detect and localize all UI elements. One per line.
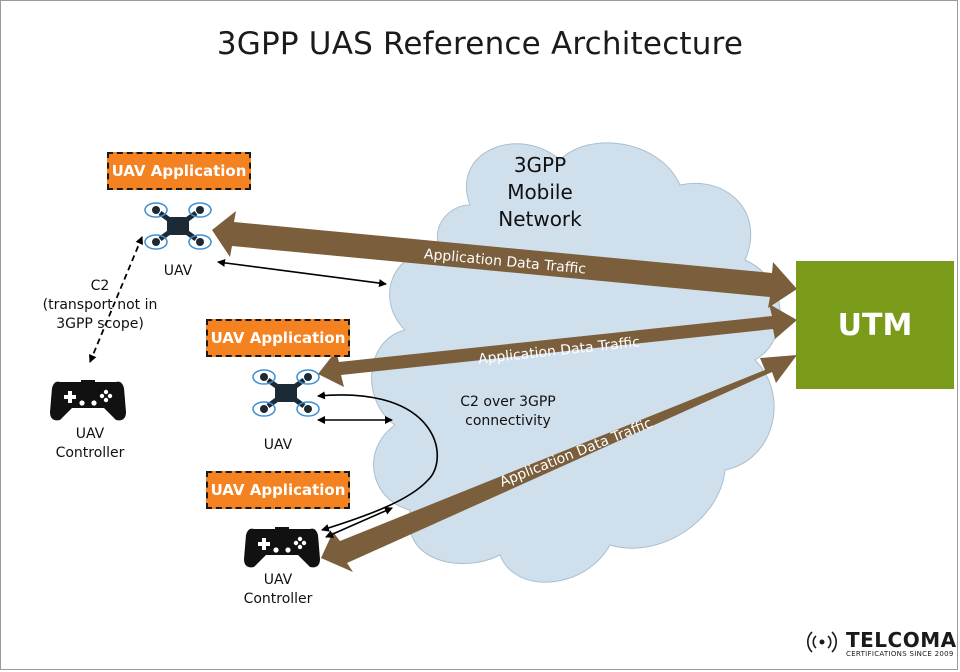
traffic-arrow-1: [212, 211, 797, 308]
uav-application-box: UAV Application: [107, 152, 251, 190]
game-controller-icon: [50, 380, 126, 421]
traffic-arrow-3: [321, 355, 797, 572]
drone-icon: [252, 369, 320, 417]
brand-tagline: CERTIFICATIONS SINCE 2009: [846, 650, 954, 658]
c2-direct-link: [88, 236, 144, 363]
game-controller-icon: [244, 527, 320, 568]
telcoma-logo: TELCOMA CERTIFICATIONS SINCE 2009: [806, 628, 956, 662]
uav-application-box: UAV Application: [206, 471, 350, 509]
uav-label: UAV: [163, 263, 193, 279]
traffic-arrow-2: [318, 304, 797, 387]
utm-label: UTM: [837, 307, 913, 343]
telcoma-logo-icon: [807, 631, 837, 653]
drone-icon: [144, 202, 212, 250]
uav1-network-link: [217, 258, 387, 288]
brand-name: TELCOMA: [846, 628, 957, 652]
c2-over-3gpp-link-b: [325, 507, 393, 538]
uav-application-box: UAV Application: [206, 319, 350, 357]
utm-box: UTM: [796, 261, 954, 389]
uav-label: UAV: [263, 437, 293, 453]
diagram-title: 3GPP UAS Reference Architecture: [216, 26, 744, 62]
